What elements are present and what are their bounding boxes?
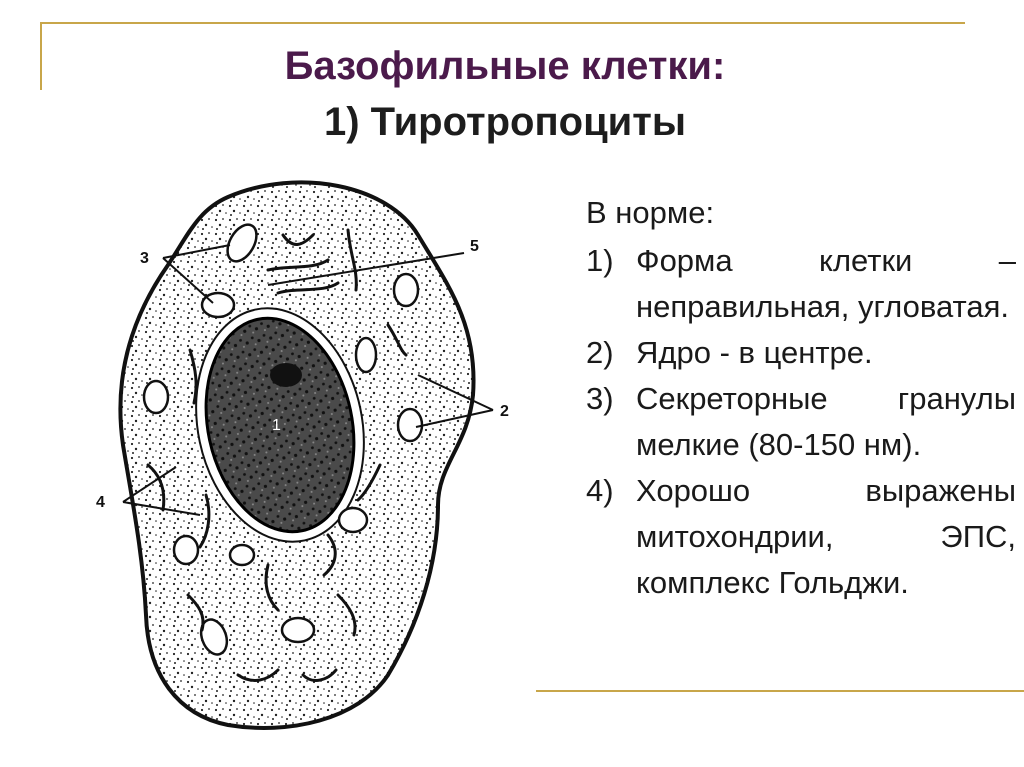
er-golgi-strands (146, 228, 408, 682)
bottom-rule (536, 690, 1024, 692)
list-item: 3) Секреторные гранулы мелкие (80-150 нм… (586, 376, 1016, 468)
label-2: 2 (500, 403, 509, 420)
item-number: 3) (586, 381, 614, 416)
top-rule (40, 22, 965, 24)
nucleolus (270, 363, 302, 387)
label-3: 3 (140, 250, 149, 267)
item-text: Секреторные гранулы мелкие (80-150 нм). (636, 381, 1016, 462)
left-rule (40, 22, 42, 90)
label-5: 5 (470, 238, 479, 255)
item-text: Ядро - в центре. (636, 335, 873, 370)
nucleus (204, 316, 356, 534)
item-text: Форма клетки – неправильная, угловатая. (636, 243, 1016, 324)
description: В норме: 1) Форма клетки – неправильная,… (586, 190, 1016, 606)
leader-lines (122, 244, 494, 516)
list-item: 2) Ядро - в центре. (586, 330, 1016, 376)
slide-title: Базофильные клетки: 1) Тиротропоциты (0, 38, 1010, 150)
label-4: 4 (96, 494, 105, 511)
norm-heading: В норме: (586, 195, 715, 230)
list-item: 4) Хорошо выражены митохондрии, ЭПС, ком… (586, 468, 1016, 606)
item-number: 2) (586, 335, 614, 370)
item-number: 1) (586, 243, 614, 278)
label-1: 1 (272, 417, 281, 434)
item-number: 4) (586, 473, 614, 508)
list-item: 1) Форма клетки – неправильная, угловата… (586, 238, 1016, 330)
cell-diagram: 1 (96, 180, 509, 730)
item-text: Хорошо выражены митохондрии, ЭПС, компле… (636, 473, 1016, 600)
title-line-1: Базофильные клетки: (284, 44, 726, 88)
title-line-2: 1) Тиротропоциты (323, 100, 687, 144)
